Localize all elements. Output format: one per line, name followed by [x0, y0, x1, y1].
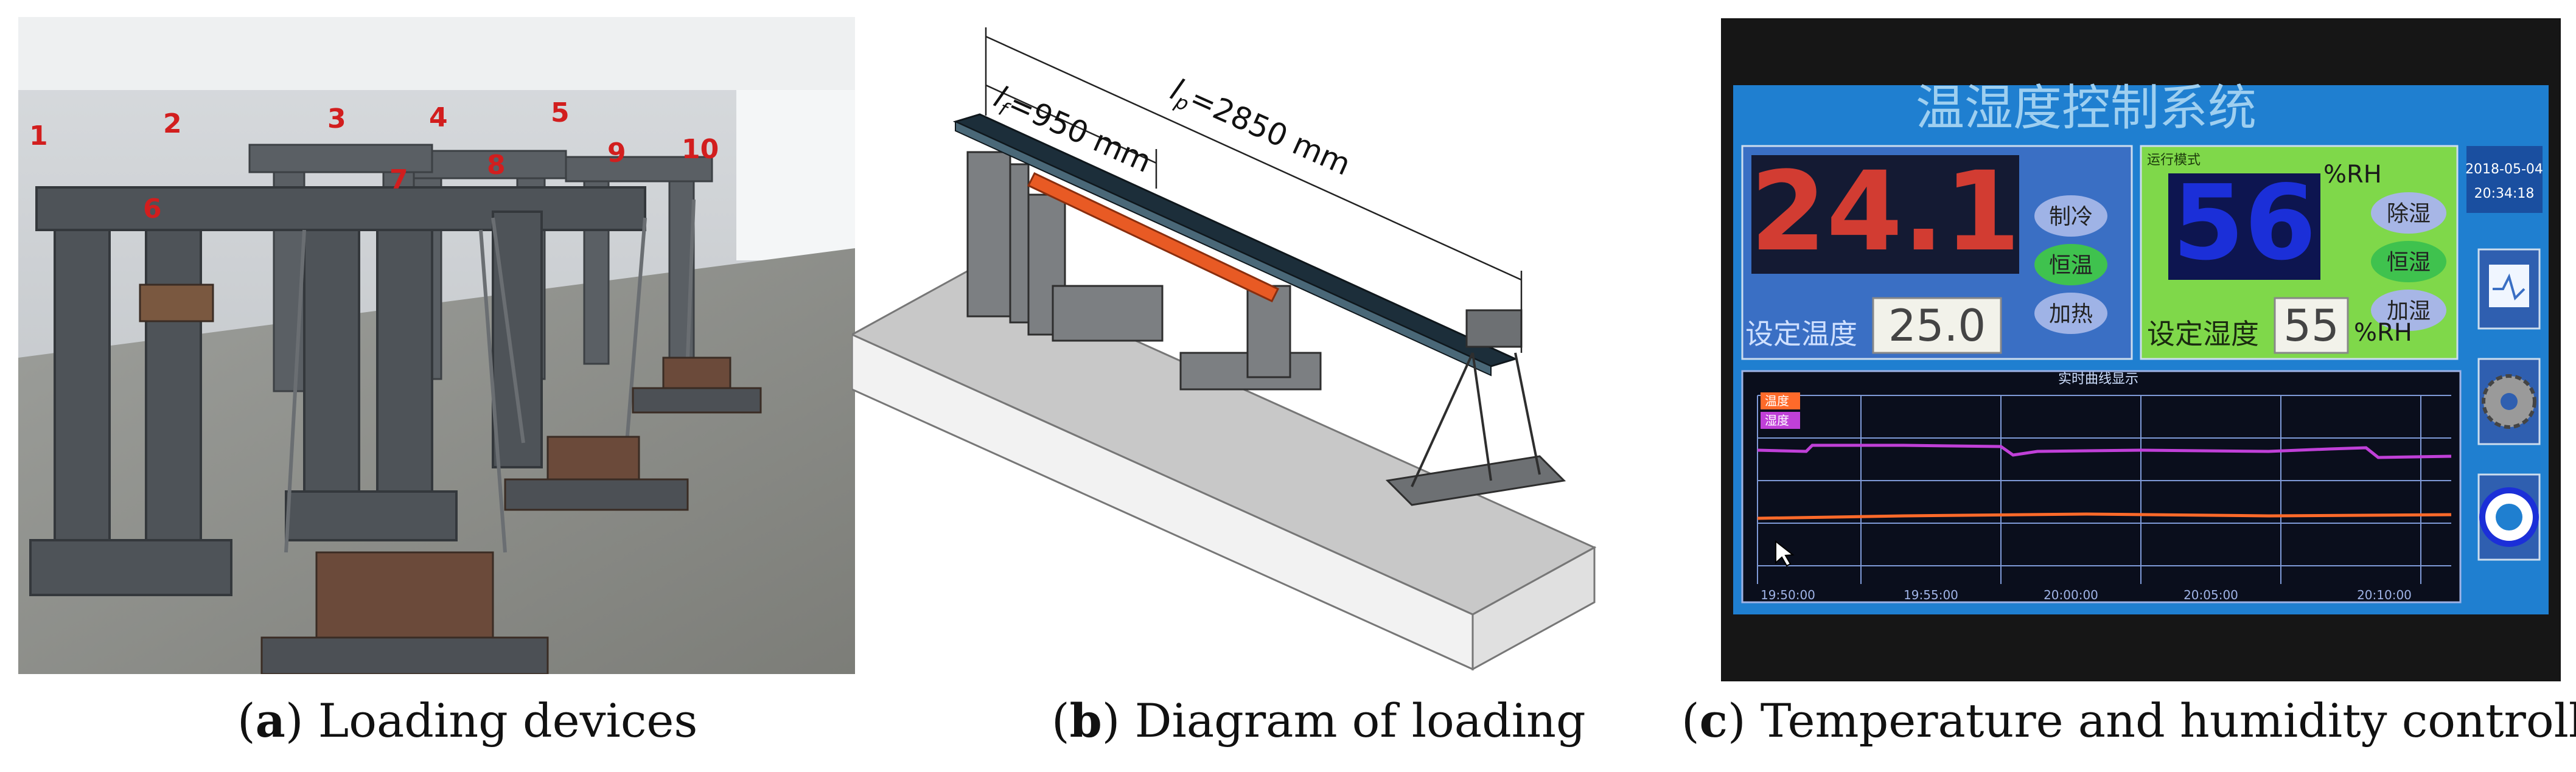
- temp-set-label: 设定温度: [1745, 318, 1857, 350]
- hum-set-label: 设定湿度: [2147, 318, 2259, 350]
- device-number-2: 2: [163, 108, 182, 139]
- x-tick-5: 20:10:00: [2357, 588, 2412, 602]
- hum-setpoint[interactable]: 55: [2283, 300, 2339, 351]
- heat-button-label[interactable]: 加热: [2049, 302, 2093, 327]
- humidity-value: 56: [2173, 163, 2317, 283]
- temperature-curve: [1757, 512, 2452, 520]
- device-number-5: 5: [551, 97, 570, 128]
- device-number-7: 7: [389, 164, 408, 195]
- date-display: 2018-05-04: [2465, 162, 2543, 177]
- curve-view-button[interactable]: [2477, 248, 2541, 330]
- panel-a-photo: 1 2 3 4 5 6 7 8 9 10: [18, 17, 855, 674]
- dehumidify-button-label[interactable]: 除湿: [2387, 201, 2431, 226]
- settings-button[interactable]: [2477, 358, 2541, 445]
- legend-hum: 湿度: [1765, 413, 1789, 428]
- mouse-cursor: [1775, 540, 1795, 567]
- x-tick-1: 19:50:00: [1761, 588, 1815, 602]
- controller-screen: 温湿度控制系统 24.1 制冷 恒温 加热 设定温度 25.0 运行模式 56 …: [1721, 18, 2561, 681]
- const-temp-button-label[interactable]: 恒温: [2049, 253, 2093, 278]
- caption-b: (b) Diagram of loading: [1052, 694, 1586, 748]
- device-number-10: 10: [682, 134, 719, 165]
- loading-devices-photo: 1 2 3 4 5 6 7 8 9 10: [18, 17, 855, 674]
- legend-temp: 温度: [1765, 394, 1789, 408]
- hum-set-unit: %RH: [2354, 319, 2412, 347]
- chart-title: 实时曲线显示: [2058, 372, 2138, 387]
- cool-button-label[interactable]: 制冷: [2049, 204, 2093, 229]
- dim-lp-label: lp=2850 mm: [1164, 72, 1356, 186]
- temp-setpoint[interactable]: 25.0: [1888, 300, 1986, 351]
- device-number-9: 9: [607, 137, 626, 169]
- x-tick-3: 20:00:00: [2044, 588, 2098, 602]
- temperature-value: 24.1: [1750, 148, 2020, 276]
- loading-diagram: lf=950 mm lp=2850 mm: [852, 27, 1597, 671]
- device-number-6: 6: [143, 193, 162, 224]
- humidity-unit: %RH: [2323, 161, 2382, 189]
- refresh-button[interactable]: [2477, 473, 2541, 561]
- chart-icon: [2489, 265, 2529, 307]
- x-tick-2: 19:55:00: [1904, 588, 1958, 602]
- humidify-button-label[interactable]: 加湿: [2387, 299, 2431, 324]
- device-number-1: 1: [29, 120, 48, 151]
- humidity-curve: [1757, 443, 2452, 459]
- device-number-3: 3: [327, 103, 346, 134]
- panel-c-controller: 温湿度控制系统 24.1 制冷 恒温 加热 设定温度 25.0 运行模式 56 …: [1721, 18, 2561, 681]
- caption-c: (c) Temperature and humidity controller: [1681, 694, 2576, 748]
- mode-label: 运行模式: [2147, 153, 2201, 168]
- device-number-8: 8: [487, 150, 506, 181]
- device-number-4: 4: [429, 102, 448, 133]
- panel-b-diagram: lf=950 mm lp=2850 mm: [852, 12, 1600, 681]
- time-display: 20:34:18: [2474, 186, 2535, 201]
- const-humidity-button-label[interactable]: 恒湿: [2387, 250, 2431, 275]
- x-tick-4: 20:05:00: [2183, 588, 2238, 602]
- screen-title: 温湿度控制系统: [1916, 80, 2257, 136]
- caption-a: (a) Loading devices: [237, 694, 698, 748]
